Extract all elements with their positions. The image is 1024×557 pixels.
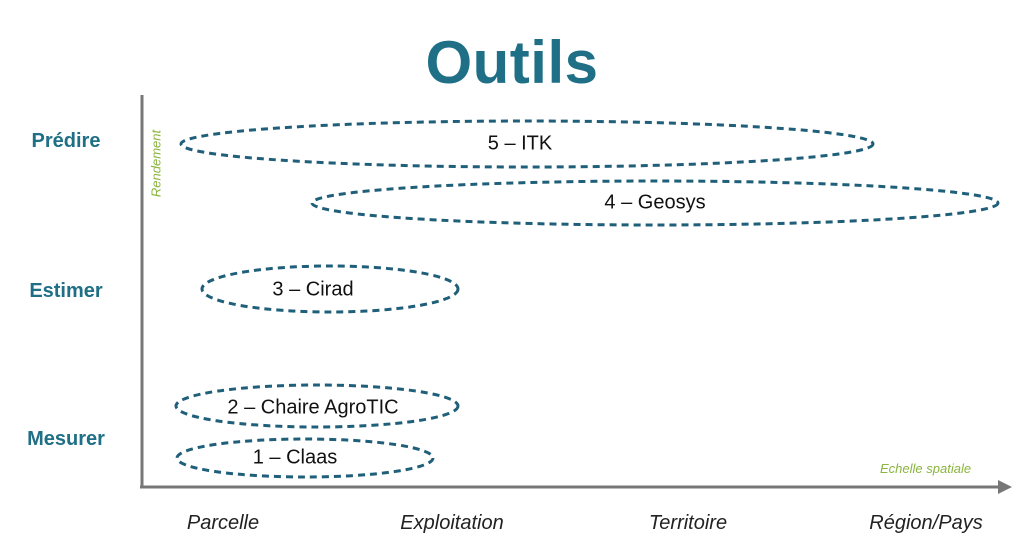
tool-label-itk: 5 – ITK <box>487 132 553 155</box>
ellipse-geosys <box>310 179 1000 227</box>
ellipse-itk <box>179 119 875 169</box>
x-tick-region-pays: Région/Pays <box>869 512 983 534</box>
ellipse-cirad <box>200 264 460 314</box>
x-tick-territoire: Territoire <box>648 512 728 534</box>
level-predire: Prédire <box>31 130 101 152</box>
level-mesurer: Mesurer <box>27 428 105 450</box>
tool-label-claas: 1 – Claas <box>252 446 338 469</box>
ellipse-agrotic <box>174 383 460 429</box>
tool-label-cirad: 3 – Cirad <box>272 278 354 301</box>
x-axis-label: Echelle spatiale <box>880 461 972 476</box>
tool-label-geosys: 4 – Geosys <box>604 191 706 214</box>
x-tick-exploitation: Exploitation <box>400 512 504 534</box>
tool-label-agrotic: 2 – Chaire AgroTIC <box>227 396 399 419</box>
page-title: Outils <box>425 29 599 96</box>
x-axis-arrowhead <box>998 480 1012 494</box>
ellipse-claas <box>175 437 435 479</box>
y-axis-label: Rendement <box>148 129 164 198</box>
level-estimer: Estimer <box>29 280 103 302</box>
x-tick-parcelle: Parcelle <box>186 512 260 534</box>
tool-ellipses <box>174 119 1000 479</box>
